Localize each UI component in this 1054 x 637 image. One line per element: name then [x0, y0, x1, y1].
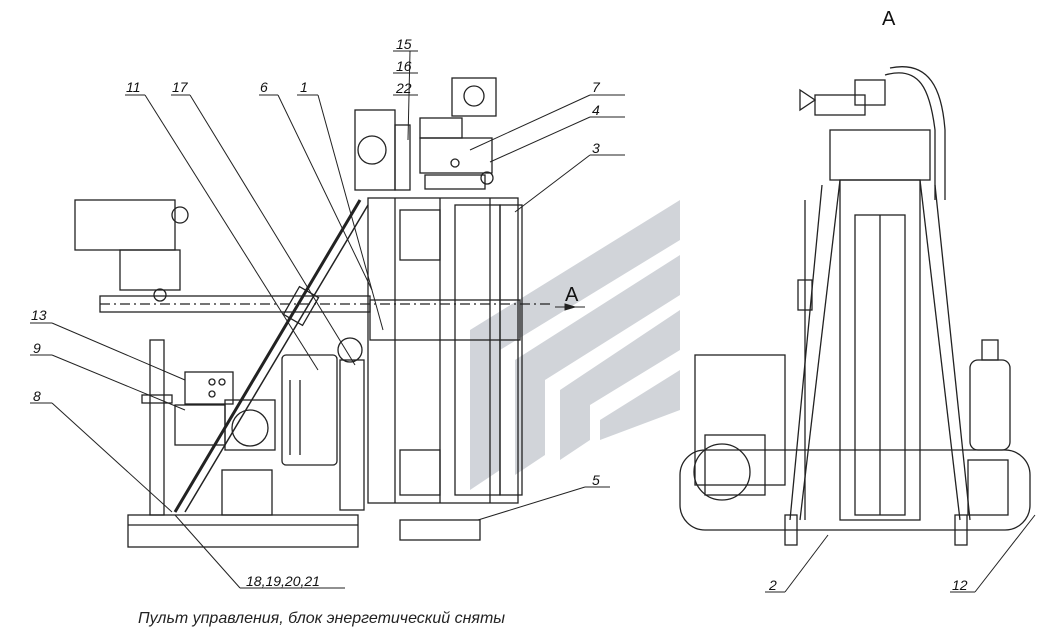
callout-7: 7 — [592, 79, 600, 95]
callout-18-21: 18,19,20,21 — [246, 573, 320, 589]
callout-17: 17 — [172, 79, 188, 95]
callout-9: 9 — [33, 340, 41, 356]
leader-lines — [30, 50, 625, 589]
watermark-logo — [470, 200, 680, 490]
callout-22: 22 — [396, 80, 412, 96]
front-leader-lines — [765, 514, 1036, 593]
view-label-a: А — [882, 8, 896, 30]
callout-13: 13 — [31, 307, 47, 323]
callout-1: 1 — [300, 79, 308, 95]
callout-3: 3 — [592, 140, 600, 156]
front-view — [679, 66, 1031, 546]
callout-5: 5 — [592, 472, 600, 488]
callout-11: 11 — [126, 79, 141, 95]
callout-8: 8 — [33, 388, 41, 404]
callout-16: 16 — [396, 58, 412, 74]
side-view — [74, 77, 550, 548]
callout-6: 6 — [260, 79, 268, 95]
callout-2: 2 — [769, 577, 777, 593]
callout-15: 15 — [396, 36, 412, 52]
callout-4: 4 — [592, 102, 600, 118]
callout-12: 12 — [952, 577, 968, 593]
drawing-caption: Пульт управления, блок энергетический сн… — [138, 610, 506, 627]
section-marker-a: А — [565, 284, 579, 306]
